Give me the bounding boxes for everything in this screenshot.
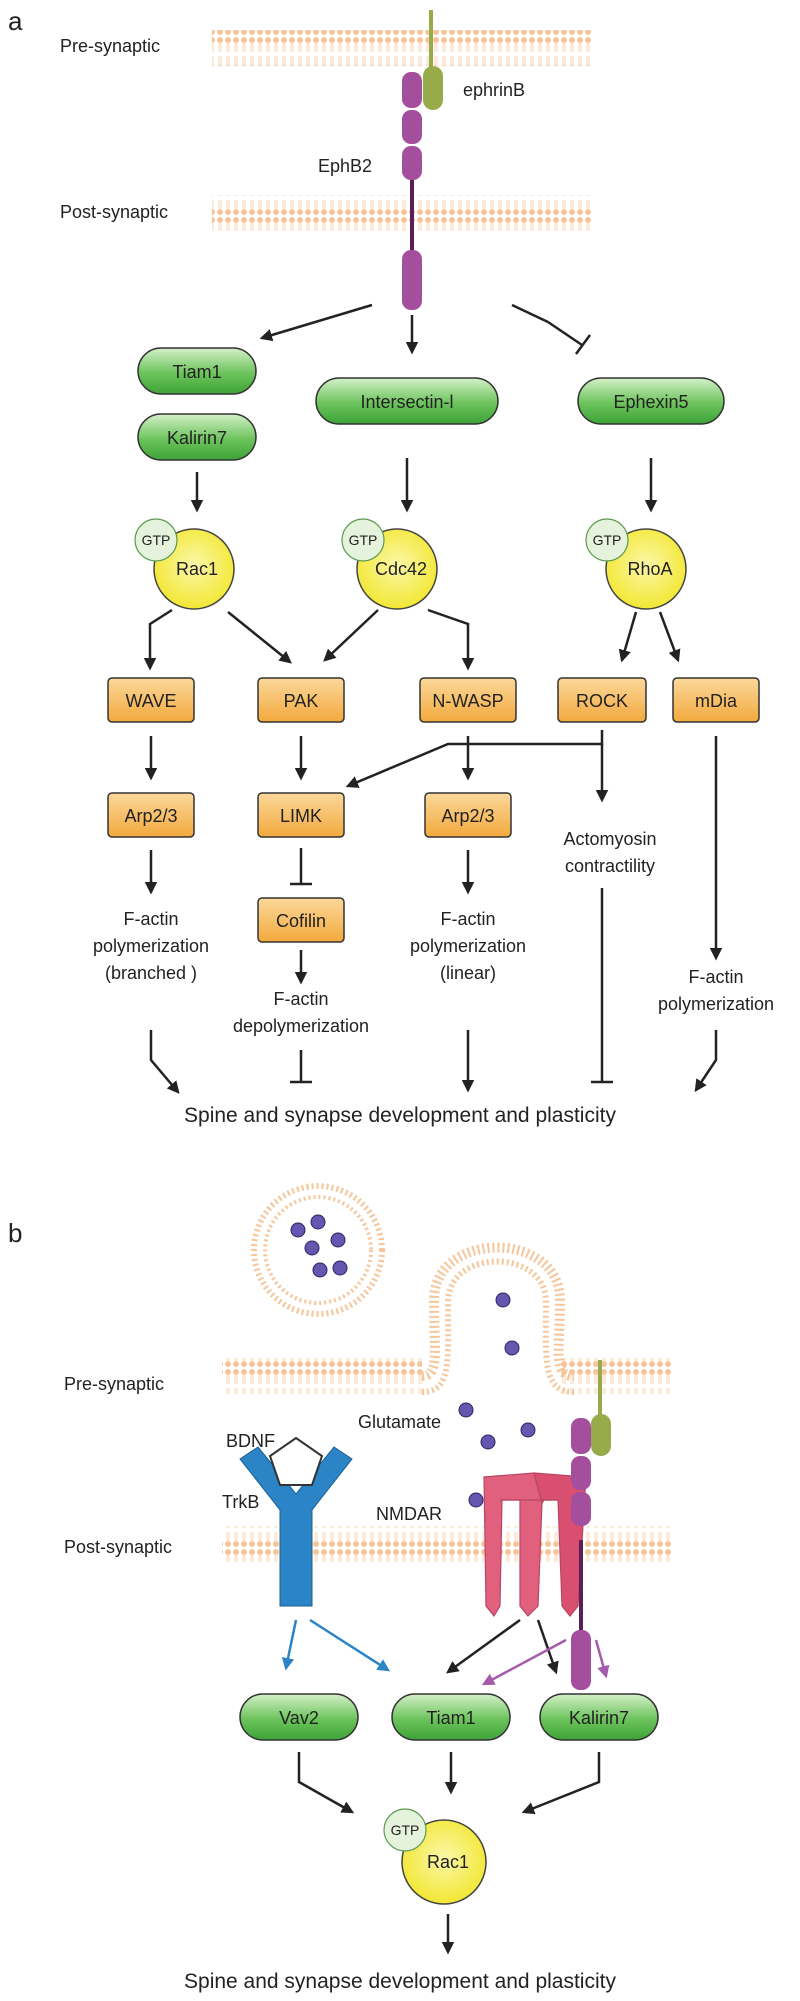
ephb2-arrows-b (481, 1638, 610, 1686)
kalirin7-text: Kalirin7 (167, 428, 227, 448)
arp23-right-box: Arp2/3 (424, 792, 512, 838)
pak-box: PAK (257, 677, 345, 723)
row2-to-output-arrows (144, 850, 475, 985)
vav2-text: Vav2 (279, 1708, 319, 1728)
nmdar-label: NMDAR (376, 1504, 442, 1524)
post-synaptic-label: Post-synaptic (60, 202, 168, 222)
ephrinb-ligand-b (591, 1360, 611, 1456)
mdia-box: mDia (672, 677, 760, 723)
nwasp-text: N-WASP (432, 691, 503, 711)
ephexin5-text: Ephexin5 (613, 392, 688, 412)
rac1-text: Rac1 (176, 559, 218, 579)
released-glutamate (458, 1292, 536, 1508)
fpoly-linear-line-1: F-actin (440, 909, 495, 929)
fpoly-branched-label: F-actin polymerization (branched ) (93, 909, 209, 983)
wave-box: WAVE (107, 677, 195, 723)
cofilin-box: Cofilin (257, 897, 345, 943)
rac1-node-b: GTP Rac1 (383, 1808, 487, 1905)
nmdar-channel (483, 1472, 587, 1618)
pre-synaptic-label: Pre-synaptic (60, 36, 160, 56)
arp23-right-text: Arp2/3 (441, 806, 494, 826)
ephb2-label: EphB2 (318, 156, 372, 176)
ephrinb-label: ephrinB (463, 80, 525, 100)
glutamate-label: Glutamate (358, 1412, 441, 1432)
rhoa-text: RhoA (627, 559, 672, 579)
panel-b-letter: b (8, 1218, 22, 1248)
kalirin7-pill-b: Kalirin7 (539, 1693, 659, 1741)
ephb2-receptor-b (571, 1418, 591, 1690)
kalirin7-pill: Kalirin7 (137, 413, 257, 461)
limk-box: LIMK (257, 792, 345, 838)
cdc42-gtp: GTP (349, 532, 378, 548)
mdia-text: mDia (695, 691, 738, 711)
intersectin-pill: Intersectin-l (315, 377, 499, 425)
limk-text: LIMK (280, 806, 322, 826)
tiam1-pill-b: Tiam1 (391, 1693, 511, 1741)
actomyosin-label-1: Actomyosin (563, 829, 656, 849)
cofilin-text: Cofilin (276, 911, 326, 931)
nwasp-box: N-WASP (419, 677, 517, 723)
outcome-a: Spine and synapse development and plasti… (184, 1104, 616, 1127)
arp23-left-text: Arp2/3 (124, 806, 177, 826)
wave-text: WAVE (125, 691, 176, 711)
post-synaptic-membrane (212, 195, 592, 231)
fpoly-mdia-label: F-actin polymerization (658, 967, 774, 1014)
vesicle-glutamate (290, 1214, 348, 1278)
fpoly-branched-line-1: F-actin (123, 909, 178, 929)
fdepoly-line-1: F-actin (273, 989, 328, 1009)
fpoly-mdia-line-2: polymerization (658, 994, 774, 1014)
pre-synaptic-membrane (212, 30, 592, 66)
pak-text: PAK (284, 691, 319, 711)
rac1-node: GTP Rac1 (134, 518, 235, 610)
nmdar-arrows (445, 1618, 559, 1675)
rac1-gtp: GTP (142, 532, 171, 548)
fpoly-linear-line-2: polymerization (410, 936, 526, 956)
limk-cofilin-inhibition (290, 848, 312, 886)
synaptic-vesicle (251, 1183, 385, 1317)
effector-downstream-arrows (144, 730, 723, 961)
pre-synaptic-label-b: Pre-synaptic (64, 1374, 164, 1394)
fpoly-mdia-line-1: F-actin (688, 967, 743, 987)
trkb-label: TrkB (222, 1492, 259, 1512)
fpoly-linear-label: F-actin polymerization (linear) (410, 909, 526, 983)
ephrinb-ligand (423, 10, 443, 110)
gtpase-to-effector-arrows (143, 608, 681, 671)
rock-text: ROCK (576, 691, 628, 711)
intersectin-text: Intersectin-l (360, 392, 453, 412)
cdc42-text: Cdc42 (375, 559, 427, 579)
tiam1-pill: Tiam1 (137, 347, 257, 395)
fpoly-branched-line-2: polymerization (93, 936, 209, 956)
panel-a-letter: a (8, 6, 23, 36)
tiam1-text: Tiam1 (172, 362, 221, 382)
rac1-b-gtp: GTP (391, 1822, 420, 1838)
cdc42-node: GTP Cdc42 (341, 518, 438, 610)
ephb2-receptor (402, 72, 422, 310)
bdnf-ligand (268, 1436, 324, 1486)
rac1-b-text: Rac1 (427, 1852, 469, 1872)
gef-to-gtpase-arrows (190, 458, 658, 513)
actomyosin-label-2: contractility (565, 856, 655, 876)
arp23-left-box: Arp2/3 (107, 792, 195, 838)
rock-box: ROCK (557, 677, 647, 723)
rhoa-node: GTP RhoA (585, 518, 687, 610)
fpoly-linear-line-3: (linear) (440, 963, 496, 983)
fdepoly-label: F-actin depolymerization (233, 989, 369, 1036)
pre-synaptic-membrane-b (222, 1242, 672, 1395)
fpoly-branched-line-3: (branched ) (105, 963, 197, 983)
bdnf-label: BDNF (226, 1431, 275, 1451)
vav2-pill: Vav2 (239, 1693, 359, 1741)
output-to-outcome-arrows (149, 888, 718, 1094)
ephb2-branch-arrows (259, 303, 592, 355)
outcome-b: Spine and synapse development and plasti… (184, 1970, 616, 1993)
fdepoly-line-2: depolymerization (233, 1016, 369, 1036)
trkb-arrows (281, 1618, 391, 1672)
post-synaptic-label-b: Post-synaptic (64, 1537, 172, 1557)
kalirin7-b-text: Kalirin7 (569, 1708, 629, 1728)
gef-to-rac1-arrows (297, 1752, 601, 1815)
tiam1-b-text: Tiam1 (426, 1708, 475, 1728)
ephexin5-pill: Ephexin5 (577, 377, 725, 425)
rhoa-gtp: GTP (593, 532, 622, 548)
